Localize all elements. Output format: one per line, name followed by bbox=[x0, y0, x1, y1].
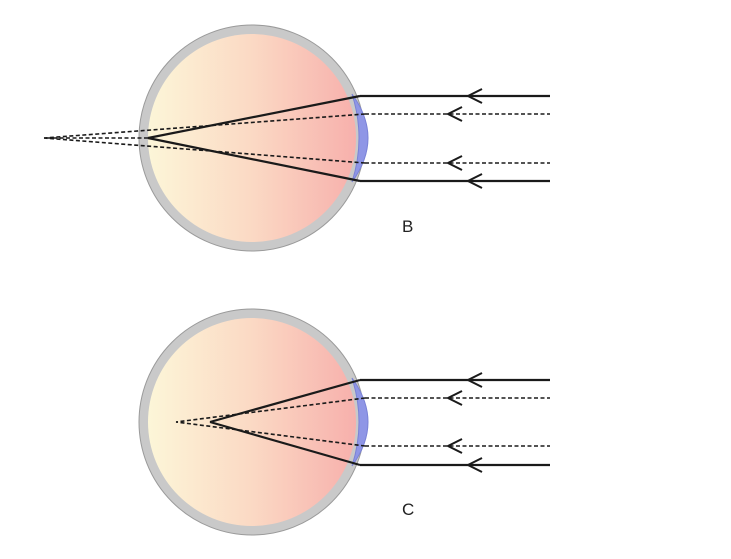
panel-b: B bbox=[43, 24, 550, 252]
refracted-ray-outer-top bbox=[147, 94, 361, 140]
arrow-left-icon bbox=[465, 457, 483, 473]
refracted-ray-inner-top bbox=[43, 113, 366, 139]
arrow-left-icon bbox=[445, 438, 463, 454]
eye-interior bbox=[148, 34, 356, 242]
refracted-ray-inner-top bbox=[175, 397, 366, 423]
arrow-left-icon bbox=[445, 155, 463, 171]
eye-interior bbox=[148, 318, 356, 526]
arrow-left-icon bbox=[445, 390, 463, 406]
cornea bbox=[351, 377, 369, 467]
refracted-ray-inner-bottom bbox=[43, 137, 366, 164]
refracted-ray-inner-bottom bbox=[175, 421, 366, 447]
arrow-left-icon bbox=[465, 88, 483, 104]
arrow-left-icon bbox=[445, 106, 463, 122]
refracted-ray-outer-bottom bbox=[147, 136, 361, 183]
arrow-left-icon bbox=[465, 372, 483, 388]
panel-label-c: C bbox=[402, 500, 414, 519]
panel-label-b: B bbox=[402, 217, 413, 236]
panel-c: C bbox=[138, 308, 550, 536]
cornea bbox=[351, 93, 369, 183]
arrow-left-icon bbox=[465, 173, 483, 189]
